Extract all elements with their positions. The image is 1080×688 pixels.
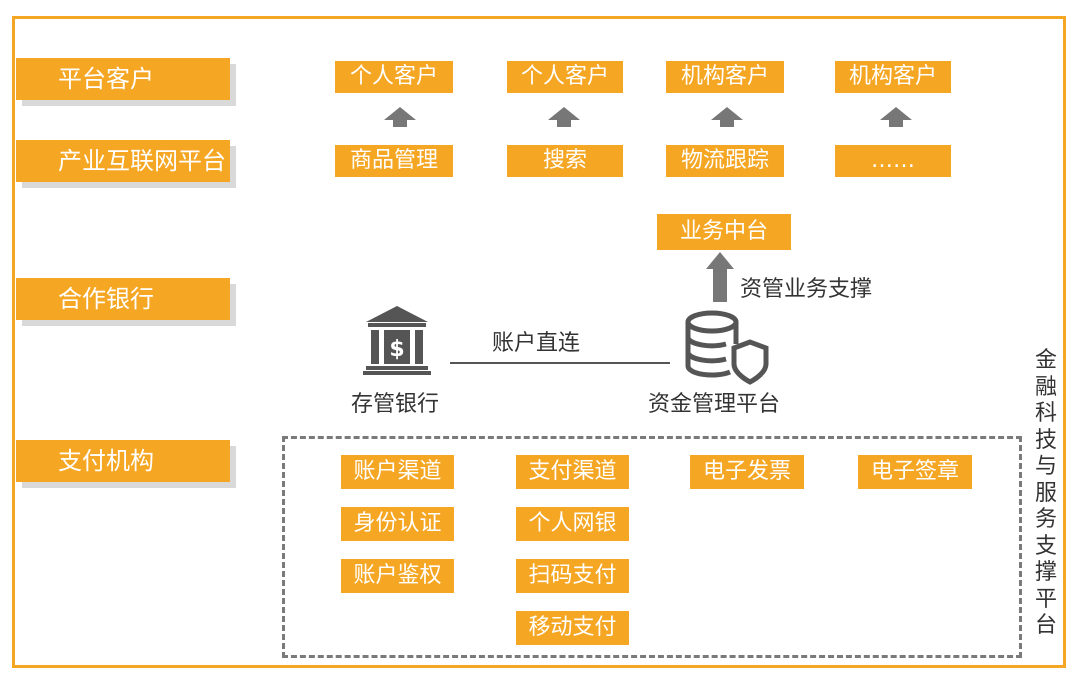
up-arrow-icon <box>880 107 912 127</box>
service-payment-channel: 支付渠道 <box>516 455 629 489</box>
vertical-title-char: 撑 <box>1034 560 1057 585</box>
large-up-arrow-shaft <box>713 268 727 302</box>
vertical-title-char: 支 <box>1034 533 1057 559</box>
services-dashed-region <box>282 436 1022 658</box>
service-personal-online-banking: 个人网银 <box>516 507 629 541</box>
row-label-partner-banks: 合作银行 <box>16 278 230 320</box>
large-up-arrow-icon <box>706 252 734 269</box>
svg-text:$: $ <box>389 337 404 362</box>
service-electronic-signature: 电子签章 <box>858 455 972 489</box>
row-label-payment-institutions: 支付机构 <box>16 440 230 482</box>
bank-icon: $ <box>363 306 431 375</box>
service-electronic-invoice: 电子发票 <box>690 455 804 489</box>
customer-box-3: 机构客户 <box>666 61 784 93</box>
row-label-industry-internet-platform: 产业互联网平台 <box>16 140 230 182</box>
vertical-title-char: 台 <box>1034 613 1057 638</box>
up-arrow-icon <box>384 107 416 127</box>
customer-box-2: 个人客户 <box>507 61 623 93</box>
direct-account-link-label: 账户直连 <box>492 331 581 356</box>
service-account-authentication: 账户鉴权 <box>341 559 454 593</box>
vertical-title-char: 科 <box>1034 401 1057 426</box>
vertical-title-char: 融 <box>1034 374 1057 400</box>
vertical-title-char: 务 <box>1034 507 1057 532</box>
vertical-title-char: 平 <box>1034 586 1057 612</box>
customer-box-1: 个人客户 <box>335 61 453 93</box>
service-account-channel: 账户渠道 <box>341 455 454 489</box>
fund-management-platform-label: 资金管理平台 <box>648 392 781 417</box>
business-middle-platform-box: 业务中台 <box>657 214 791 250</box>
module-box-search: 搜索 <box>507 145 623 177</box>
customer-box-4: 机构客户 <box>835 61 951 93</box>
direct-link-line <box>450 362 670 364</box>
module-box-product-management: 商品管理 <box>335 145 453 177</box>
module-box-logistics-tracking: 物流跟踪 <box>666 145 784 177</box>
up-arrow-icon <box>711 107 743 127</box>
row-label-platform-customers: 平台客户 <box>16 58 230 100</box>
vertical-title-char: 技 <box>1034 427 1057 453</box>
database-shield-icon <box>685 310 769 385</box>
outer-frame <box>12 16 1066 668</box>
vertical-title: 金 融 科 技 与 服 务 支 撑 平 台 <box>1031 348 1061 640</box>
custodian-bank-label: 存管银行 <box>351 392 440 417</box>
service-scan-to-pay: 扫码支付 <box>516 559 629 593</box>
module-box-more: …… <box>835 145 951 177</box>
vertical-title-char: 服 <box>1034 480 1057 506</box>
up-arrow-icon <box>548 107 580 127</box>
service-mobile-payment: 移动支付 <box>516 611 629 645</box>
vertical-title-char: 金 <box>1034 348 1057 373</box>
asset-support-label: 资管业务支撑 <box>740 277 873 302</box>
service-identity-verification: 身份认证 <box>341 507 454 541</box>
vertical-title-char: 与 <box>1034 454 1057 479</box>
